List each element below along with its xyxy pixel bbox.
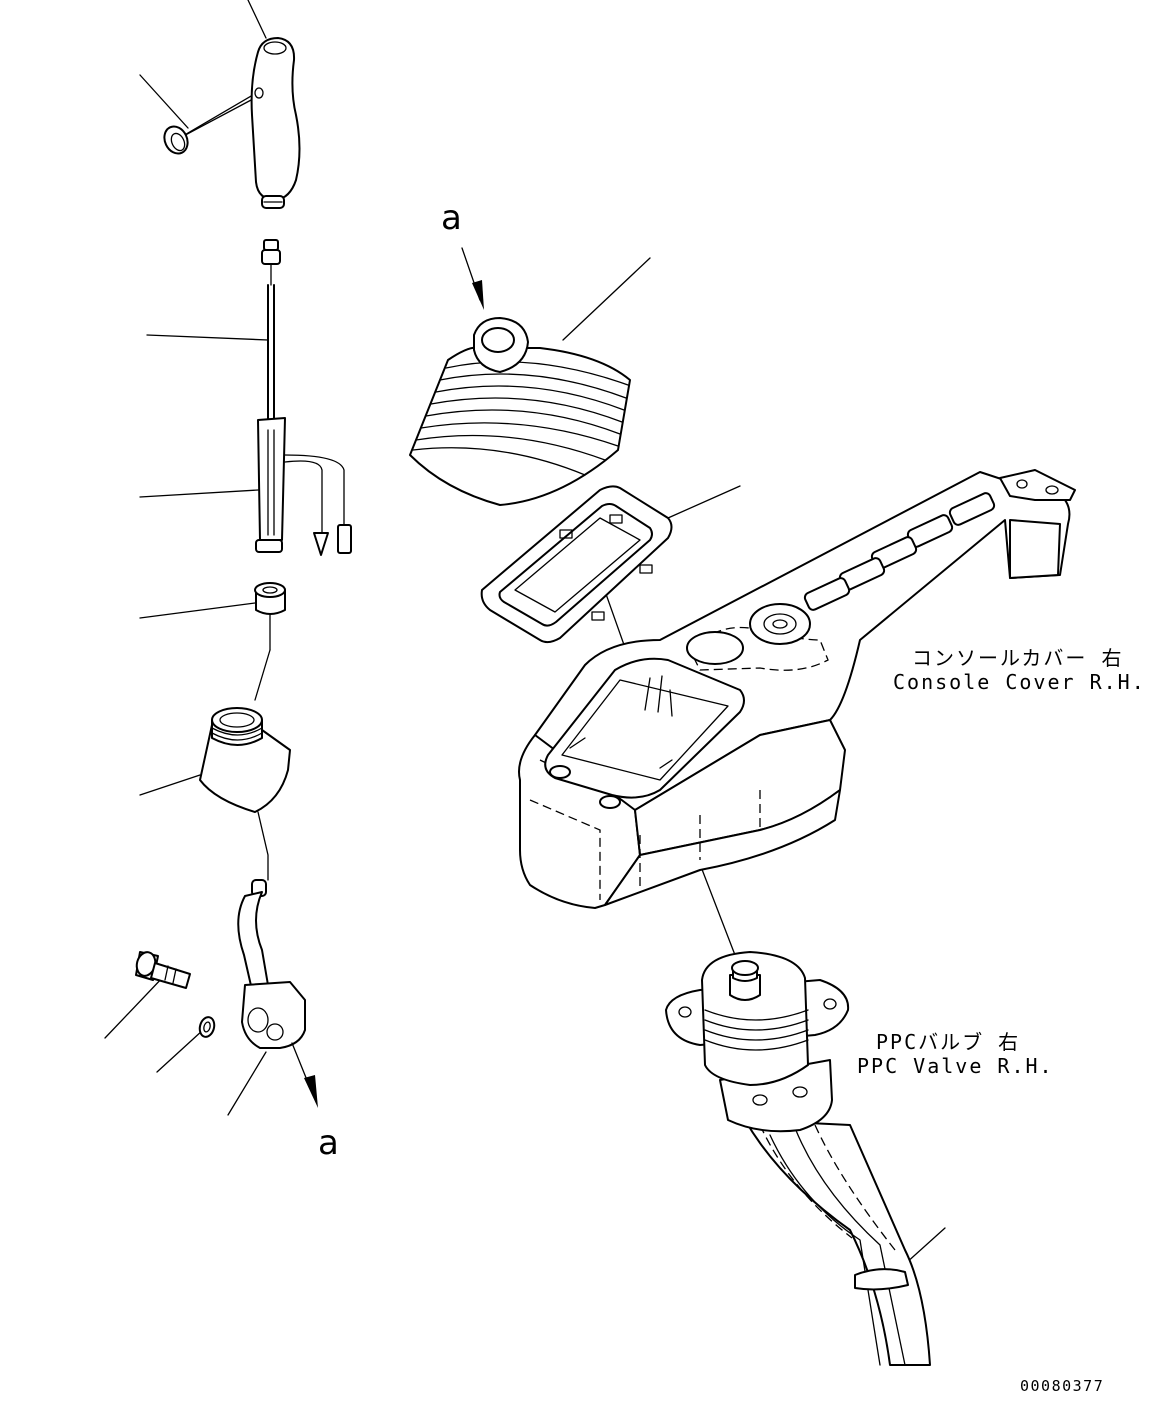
leader-lines — [104, 0, 946, 1274]
valve-icon — [665, 951, 931, 1366]
ppc-valve-label-en: PPC Valve R.H. — [857, 1054, 1054, 1078]
ppc-valve-label-jp: PPCバルブ 右 — [876, 1030, 1021, 1054]
bracket-icon — [237, 879, 306, 1049]
clamp-icon — [854, 1268, 909, 1291]
bellows-icon — [409, 317, 631, 506]
grip-knob-icon — [250, 37, 301, 209]
view-arrows — [291, 247, 484, 1108]
console-cover-label-jp: コンソールカバー 右 — [912, 646, 1124, 670]
wire-icon — [261, 239, 281, 421]
washer-icon — [198, 1016, 216, 1038]
view-mark-top: a — [441, 198, 462, 238]
screw-icon — [163, 125, 189, 155]
view-mark-bottom: a — [318, 1123, 339, 1163]
nut-icon — [254, 582, 286, 615]
bolt-icon — [135, 951, 191, 989]
drawing-number: 00080377 — [1020, 1377, 1105, 1395]
rod-icon — [255, 417, 352, 556]
console-icon — [518, 469, 1076, 909]
console-cover-label-en: Console Cover R.H. — [893, 670, 1146, 694]
boot-icon — [199, 707, 291, 813]
plate-icon — [480, 485, 673, 644]
